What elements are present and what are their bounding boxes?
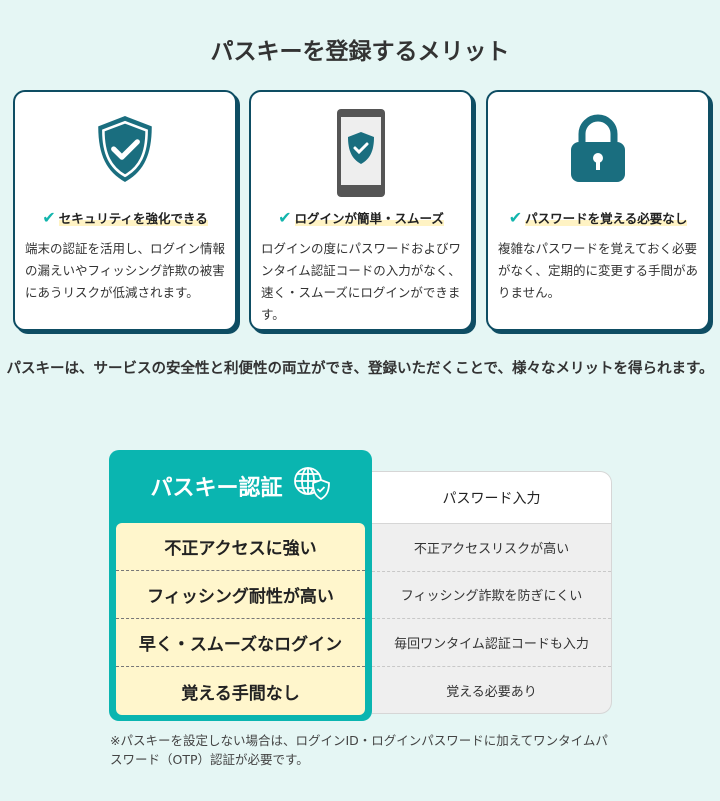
card-heading: セキュリティを強化できる <box>58 211 208 226</box>
passkey-row: 覚える手間なし <box>181 683 300 704</box>
globe-shield-icon <box>293 466 331 506</box>
card-heading: ログインが簡単・スムーズ <box>294 211 444 226</box>
passkey-row: 不正アクセスに強い <box>116 523 365 571</box>
password-row: 覚える必要あり <box>446 684 537 700</box>
password-title: パスワード入力 <box>372 472 611 524</box>
passkey-column: パスキー認証 不正アクセスに強い フィッシング耐性が高い 早く・スムーズなログイ… <box>109 450 372 721</box>
card-description: 複雑なパスワードを覚えておく必要がなく、定期的に変更する手間がありません。 <box>498 241 699 300</box>
passkey-title: パスキー認証 <box>150 476 283 501</box>
passkey-row: フィッシング耐性が高い <box>116 571 365 619</box>
passkey-row: 早く・スムーズなログイン <box>116 619 365 667</box>
password-row: フィッシング詐欺を防ぎにくい <box>372 572 611 619</box>
password-row: 不正アクセスリスクが高い <box>372 524 611 572</box>
benefit-card-login: ✔ログインが簡単・スムーズ ログインの度にパスワードおよびワンタイム認証コードの… <box>249 90 473 331</box>
card-description: ログインの度にパスワードおよびワンタイム認証コードの入力がなく、速く・スムーズに… <box>261 241 462 322</box>
summary-text: パスキーは、サービスの安全性と利便性の両立ができ、登録いただくことで、様々なメリ… <box>6 361 714 377</box>
page-title: パスキーを登録するメリット <box>210 39 510 65</box>
check-icon: ✔ <box>278 208 292 227</box>
shield-check-icon <box>15 114 235 194</box>
benefit-card-security: ✔セキュリティを強化できる 端末の認証を活用し、ログイン情報の漏えいやフィッシン… <box>13 90 237 331</box>
password-row: 毎回ワンタイム認証コードも入力 <box>372 619 611 667</box>
check-icon: ✔ <box>508 208 523 227</box>
padlock-icon <box>488 114 708 194</box>
card-description: 端末の認証を活用し、ログイン情報の漏えいやフィッシング詐欺の被害にあうリスクが低… <box>25 241 226 300</box>
footnote: ※パスキーを設定しない場合は、ログインID・ログインパスワードに加えてワンタイム… <box>110 733 608 767</box>
check-icon: ✔ <box>42 208 56 227</box>
password-column: パスワード入力 不正アクセスリスクが高い フィッシング詐欺を防ぎにくい 毎回ワン… <box>372 471 612 714</box>
smartphone-shield-icon <box>251 108 471 197</box>
benefit-card-password: ✔パスワードを覚える必要なし 複雑なパスワードを覚えておく必要がなく、定期的に変… <box>486 90 710 331</box>
card-heading: パスワードを覚える必要なし <box>525 211 688 226</box>
